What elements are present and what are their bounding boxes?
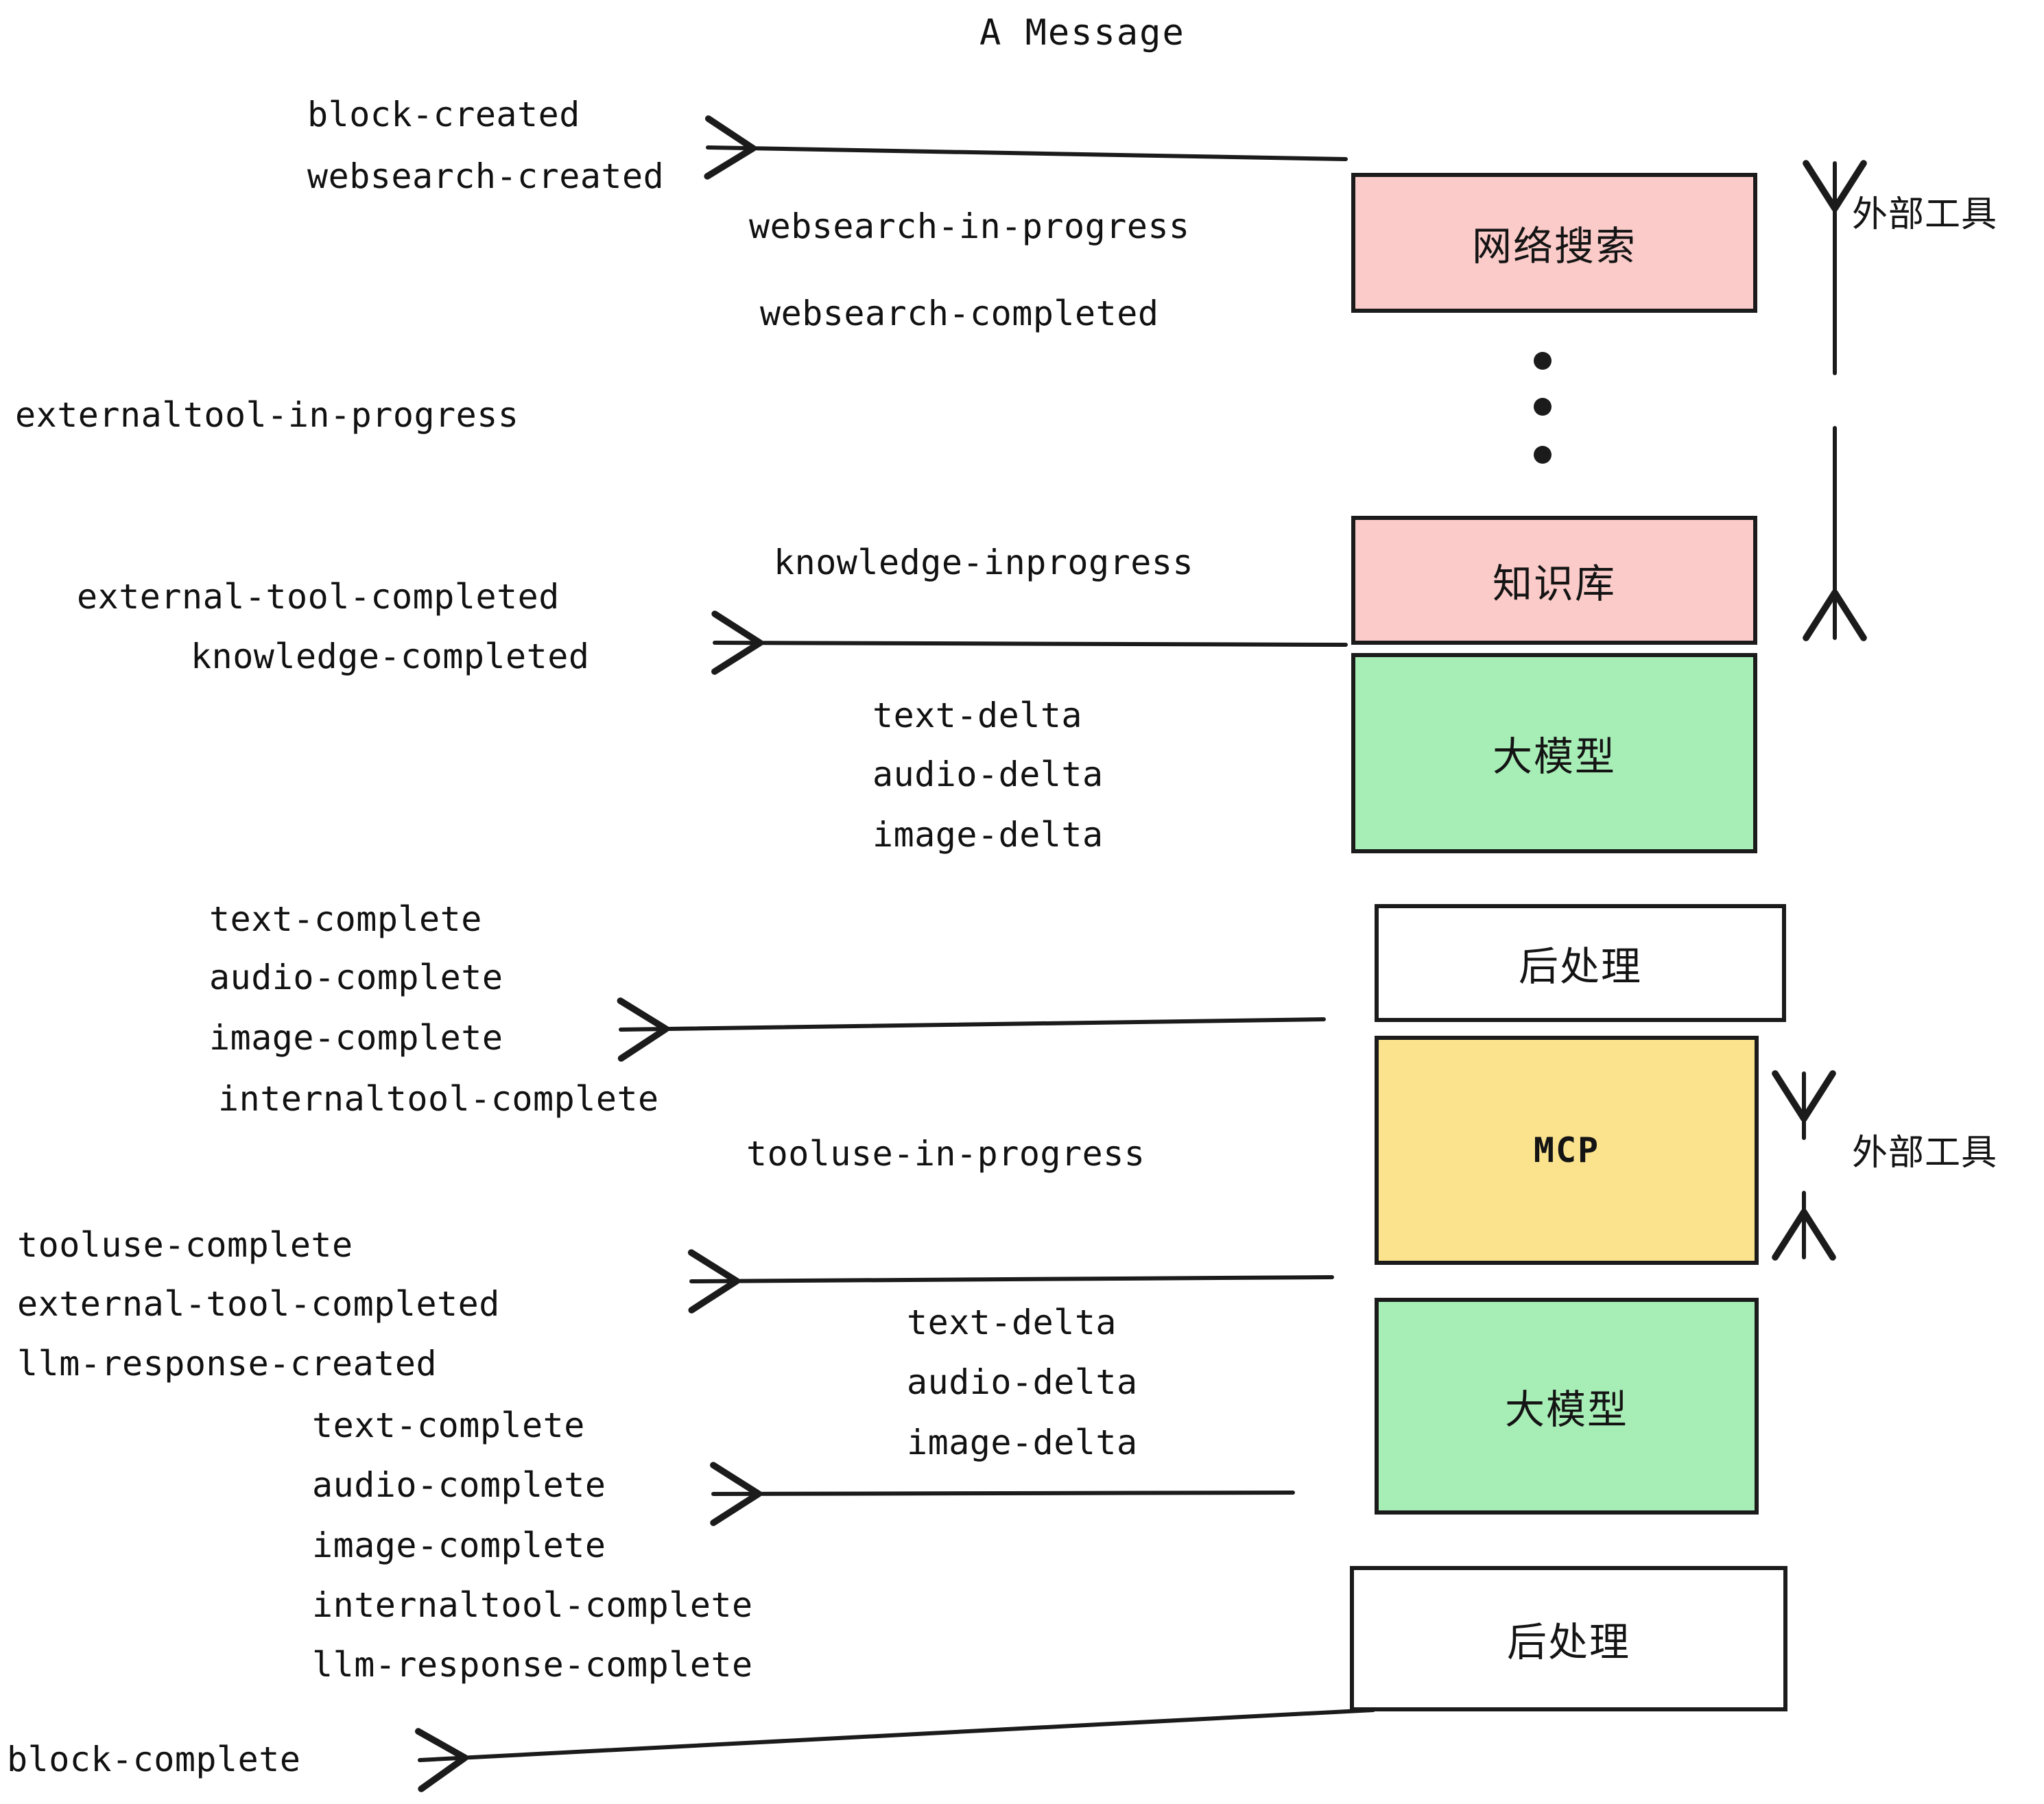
arrow-block-created — [704, 115, 1348, 180]
arrow-image-complete — [617, 997, 1326, 1062]
node-label: 后处理 — [1506, 1619, 1630, 1665]
event-label-websearch-in-progress: websearch-in-progress — [749, 206, 1190, 246]
event-label-knowledge-completed: knowledge-completed — [191, 637, 590, 676]
node-label: MCP — [1533, 1130, 1600, 1170]
event-label-image-complete-2: image-complete — [312, 1526, 606, 1565]
node-knowledge[interactable]: 知识库 — [1351, 516, 1757, 645]
event-label-llm-response-created: llm-response-created — [17, 1344, 438, 1384]
event-label-audio-complete-1: audio-complete — [209, 958, 503, 997]
event-label-audio-delta-1: audio-delta — [872, 755, 1104, 794]
event-label-image-delta-1: image-delta — [872, 815, 1104, 855]
node-websearch[interactable]: 网络搜索 — [1351, 173, 1757, 313]
event-label-block-created: block-created — [307, 95, 580, 134]
arrow-knowledge-completed — [711, 610, 1348, 675]
event-label-knowledge-inprogress: knowledge-inprogress — [774, 543, 1194, 582]
event-label-externaltool-in-progress: externaltool-in-progress — [15, 395, 519, 435]
event-label-llm-response-complete: llm-response-complete — [312, 1645, 753, 1685]
event-label-text-delta-2: text-delta — [907, 1303, 1117, 1342]
event-label-audio-delta-2: audio-delta — [907, 1362, 1138, 1402]
event-label-tooluse-complete: tooluse-complete — [17, 1225, 353, 1265]
page-title: A Message — [979, 12, 1185, 54]
event-label-internaltool-complete-1: internaltool-complete — [218, 1079, 659, 1119]
event-label-text-delta-1: text-delta — [872, 696, 1083, 735]
event-label-internaltool-complete-2: internaltool-complete — [312, 1585, 753, 1625]
ellipsis-dot-1 — [1534, 352, 1552, 370]
event-label-websearch-completed: websearch-completed — [760, 294, 1159, 333]
node-llm-2[interactable]: 大模型 — [1375, 1298, 1759, 1515]
node-label: 网络搜索 — [1471, 223, 1637, 270]
event-label-text-complete-2: text-complete — [312, 1405, 585, 1445]
event-label-image-complete-1: image-complete — [209, 1018, 503, 1058]
arrow-tooluse-complete — [687, 1249, 1334, 1314]
event-label-text-complete-1: text-complete — [209, 899, 482, 939]
node-post-1[interactable]: 后处理 — [1375, 904, 1786, 1022]
node-mcp[interactable]: MCP — [1375, 1036, 1759, 1265]
node-label: 大模型 — [1504, 1386, 1628, 1433]
node-post-2[interactable]: 后处理 — [1350, 1566, 1787, 1711]
node-label: 后处理 — [1518, 943, 1642, 990]
ellipsis-dot-3 — [1534, 446, 1552, 464]
arrow-audio-complete — [710, 1462, 1295, 1526]
node-llm-1[interactable]: 大模型 — [1351, 653, 1757, 853]
arrow-block-complete — [414, 1708, 1375, 1792]
event-label-audio-complete-2: audio-complete — [312, 1465, 606, 1505]
event-label-external-tool-completed-2: external-tool-completed — [17, 1284, 500, 1324]
side-label-external-tool-top: 外部工具 — [1852, 194, 1998, 235]
event-label-external-tool-completed-1: external-tool-completed — [77, 577, 560, 617]
event-label-tooluse-in-progress: tooluse-in-progress — [746, 1134, 1145, 1174]
event-label-image-delta-2: image-delta — [907, 1423, 1138, 1462]
event-label-block-complete: block-complete — [7, 1740, 301, 1779]
node-label: 知识库 — [1492, 560, 1616, 607]
node-label: 大模型 — [1492, 733, 1616, 780]
ellipsis-dot-2 — [1534, 398, 1552, 416]
side-label-external-tool-bottom: 外部工具 — [1852, 1132, 1998, 1174]
event-label-websearch-created: websearch-created — [307, 156, 665, 196]
